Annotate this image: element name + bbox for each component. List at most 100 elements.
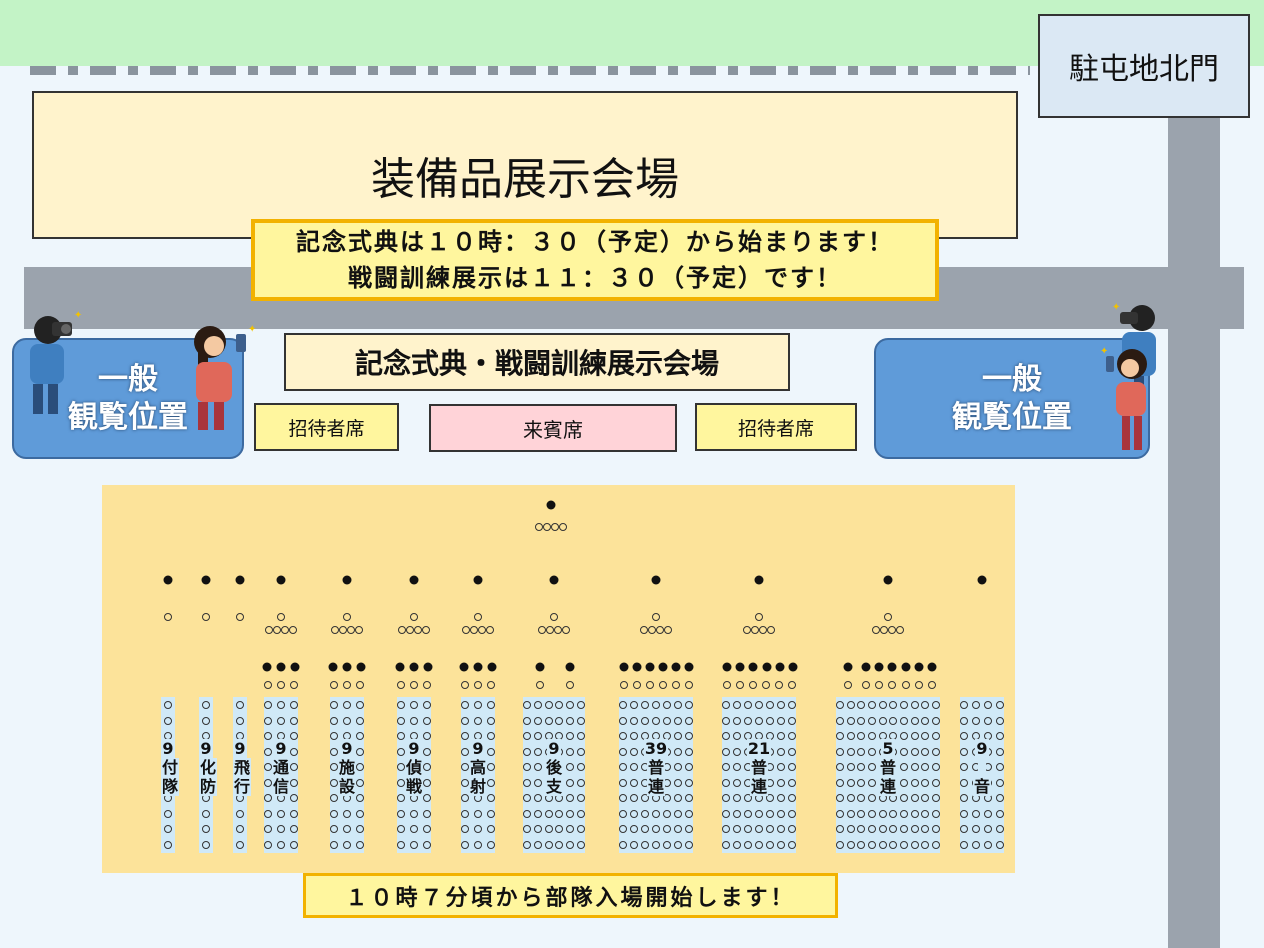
member-marker — [533, 701, 542, 709]
member-marker — [921, 716, 930, 725]
member-marker — [868, 716, 876, 725]
member-marker — [619, 681, 628, 689]
member-marker — [774, 681, 783, 689]
member-marker — [474, 716, 482, 725]
member-marker — [664, 626, 672, 634]
commander-marker — [901, 662, 911, 672]
member-marker — [857, 825, 866, 833]
member-marker — [846, 778, 855, 787]
member-marker — [652, 701, 660, 709]
member-marker — [910, 809, 919, 818]
member-marker — [339, 626, 347, 634]
member-marker — [788, 716, 796, 725]
member-marker — [960, 701, 968, 709]
member-marker — [857, 809, 866, 818]
member-marker — [273, 626, 281, 634]
member-marker — [777, 747, 785, 756]
member-marker — [533, 778, 542, 787]
member-marker — [277, 613, 285, 621]
member-marker — [846, 840, 855, 849]
member-marker — [857, 794, 866, 802]
member-marker — [397, 809, 405, 818]
member-marker — [202, 809, 210, 818]
member-marker — [355, 626, 363, 634]
member-marker — [630, 794, 638, 802]
member-marker — [290, 825, 298, 833]
member-marker — [652, 716, 660, 725]
commander-marker — [163, 575, 173, 585]
member-marker — [544, 809, 553, 818]
member-marker — [461, 716, 469, 725]
member-marker — [759, 626, 767, 634]
member-marker — [277, 701, 285, 709]
member-marker — [996, 716, 1004, 725]
commander-marker — [409, 662, 419, 672]
member-marker — [533, 840, 542, 849]
member-marker — [474, 825, 482, 833]
member-marker — [921, 763, 930, 771]
member-marker — [857, 778, 866, 787]
member-marker — [630, 747, 638, 756]
member-marker — [461, 681, 469, 689]
member-marker — [414, 626, 422, 634]
member-marker — [423, 825, 431, 833]
commander-marker — [684, 662, 694, 672]
member-marker — [356, 763, 364, 771]
member-marker — [900, 716, 908, 725]
member-marker — [356, 701, 364, 709]
member-marker — [960, 809, 968, 818]
member-marker — [577, 763, 585, 771]
member-marker — [648, 626, 656, 634]
member-marker — [461, 825, 469, 833]
commander-marker — [883, 575, 893, 585]
member-marker — [290, 778, 298, 787]
member-marker — [788, 794, 796, 802]
commander-marker — [722, 662, 732, 672]
member-marker — [397, 701, 405, 709]
road-vertical — [1168, 116, 1220, 948]
member-marker — [544, 825, 553, 833]
member-marker — [846, 794, 855, 802]
member-marker — [722, 763, 730, 771]
member-marker — [630, 778, 638, 787]
member-marker — [630, 825, 638, 833]
member-marker — [523, 809, 531, 818]
member-marker — [685, 794, 693, 802]
commander-marker — [735, 662, 745, 672]
member-marker — [921, 778, 930, 787]
member-marker — [900, 825, 908, 833]
member-marker — [685, 840, 693, 849]
commander-marker — [658, 662, 668, 672]
member-marker — [932, 732, 940, 740]
member-marker — [921, 747, 930, 756]
member-marker — [330, 747, 338, 756]
svg-text:✦: ✦ — [1100, 346, 1108, 357]
member-marker — [766, 794, 774, 802]
member-marker — [423, 732, 431, 740]
member-marker — [566, 701, 575, 709]
member-marker — [755, 809, 763, 818]
member-marker — [533, 747, 542, 756]
member-marker — [397, 732, 405, 740]
member-marker — [264, 794, 272, 802]
member-marker — [555, 701, 564, 709]
member-marker — [566, 809, 575, 818]
general-viewing-right-line1: 一般 — [982, 361, 1042, 397]
member-marker — [236, 701, 244, 709]
commander-marker — [549, 575, 559, 585]
member-marker — [652, 840, 660, 849]
member-marker — [684, 681, 693, 689]
svg-text:✦: ✦ — [74, 310, 82, 321]
member-marker — [487, 747, 495, 756]
member-marker — [566, 681, 574, 689]
member-marker — [423, 681, 431, 689]
commander-marker — [887, 662, 897, 672]
member-marker — [577, 732, 585, 740]
member-marker — [788, 778, 796, 787]
commander-marker — [395, 662, 405, 672]
member-marker — [264, 840, 272, 849]
